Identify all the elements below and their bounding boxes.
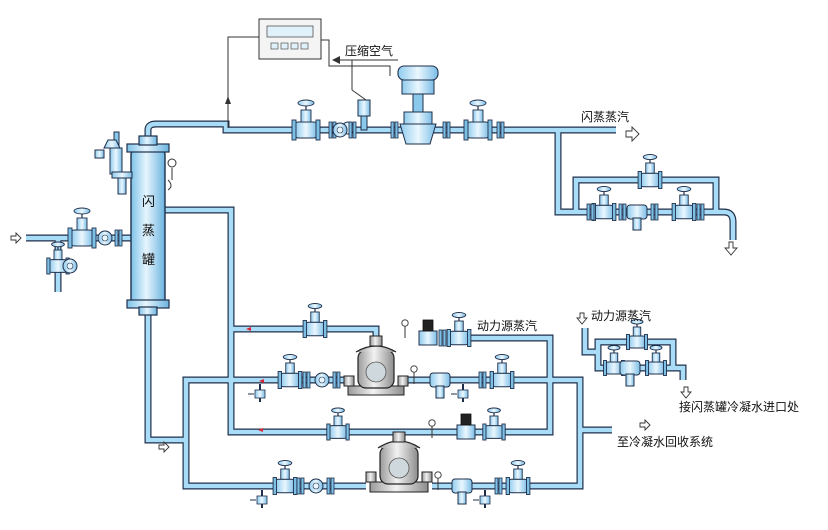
flange: [438, 329, 447, 347]
flange: [332, 371, 341, 389]
pressure-gauge-icon: [410, 365, 418, 384]
safety-valve[interactable]: [94, 131, 133, 195]
flange: [586, 203, 595, 221]
flow-arrow-inlet-icon: [10, 231, 22, 245]
flash-steam-label: 闪蒸蒸汽: [581, 109, 629, 124]
globe-valve[interactable]: [637, 154, 663, 189]
strainer[interactable]: [626, 204, 648, 231]
pipe-fill: [582, 328, 598, 355]
check-valve[interactable]: [314, 372, 330, 388]
flash-tank-label-3: 罐: [142, 252, 155, 267]
flash-tank: 闪 蒸 罐: [126, 135, 170, 316]
flange: [114, 229, 123, 247]
sight-glass[interactable]: [62, 258, 78, 274]
signal-line: [321, 39, 391, 76]
flange: [442, 121, 451, 139]
motive-steam-label-1: 动力源蒸汽: [477, 318, 537, 333]
globe-valve[interactable]: [272, 460, 298, 495]
flange: [348, 121, 357, 139]
flow-arrow-motive-steam-icon: [576, 312, 588, 325]
signal-arrow-icon: [225, 96, 231, 104]
strainer[interactable]: [429, 372, 451, 399]
globe-valve[interactable]: [482, 407, 506, 441]
drain-valve[interactable]: [248, 384, 266, 402]
pipe-fill: [183, 440, 366, 489]
globe-valve[interactable]: [463, 99, 493, 141]
globe-valve[interactable]: [277, 354, 303, 389]
to-flash-tank-label: 接闪蒸罐冷凝水进口处: [679, 399, 799, 414]
globe-valve[interactable]: [67, 207, 97, 249]
globe-valve[interactable]: [626, 319, 648, 350]
pipe-fill: [145, 315, 186, 443]
pressure-gauge-icon: [167, 158, 177, 191]
globe-valve[interactable]: [489, 354, 515, 389]
drain-valve[interactable]: [473, 490, 491, 508]
drain-valve[interactable]: [250, 490, 268, 508]
pressure-regulator[interactable]: [418, 319, 438, 346]
pipe-fill: [555, 130, 736, 240]
globe-valve[interactable]: [302, 303, 328, 338]
strainer[interactable]: [619, 360, 641, 387]
drain-valve[interactable]: [451, 384, 469, 402]
pipe-fill: [145, 121, 616, 137]
globe-valve[interactable]: [326, 407, 350, 441]
pressure-gauge-icon: [428, 419, 436, 438]
flange: [390, 121, 399, 139]
flow-arrow-down-icon: [724, 241, 738, 256]
flange: [296, 477, 305, 495]
globe-valve[interactable]: [291, 99, 321, 141]
flange: [618, 203, 627, 221]
controller-box[interactable]: [258, 18, 322, 60]
strainer[interactable]: [451, 478, 473, 505]
flange: [650, 203, 659, 221]
pipe-fill: [165, 207, 553, 435]
pressure-regulator[interactable]: [456, 413, 476, 440]
globe-valve[interactable]: [645, 345, 667, 376]
globe-valve[interactable]: [671, 186, 697, 221]
flange: [302, 371, 311, 389]
pump-trap-upper[interactable]: [343, 335, 409, 396]
compressed-air-line: [332, 56, 398, 101]
motive-steam-label-2: 动力源蒸汽: [591, 308, 651, 323]
flow-arrow-to-recovery-icon: [639, 418, 651, 432]
flange: [696, 203, 705, 221]
to-recovery-label: 至冷凝水回收系统: [617, 434, 713, 449]
flow-arrow-return-icon: [158, 440, 170, 454]
globe-valve[interactable]: [505, 460, 531, 495]
flange: [478, 371, 487, 389]
pneumatic-control-valve[interactable]: [397, 65, 439, 145]
flow-arrow-to-flash-tank-icon: [680, 386, 692, 399]
flash-tank-label-1: 闪: [142, 194, 155, 209]
check-valve[interactable]: [97, 230, 113, 246]
flow-arrow-flash-steam-icon: [625, 125, 640, 143]
check-valve[interactable]: [332, 122, 348, 138]
flange: [496, 121, 505, 139]
pipe: [144, 315, 186, 444]
flange: [494, 477, 503, 495]
flange: [326, 477, 335, 495]
compressed-air-label: 压缩空气: [345, 43, 393, 58]
small-flow-arrows: [246, 327, 264, 432]
flash-tank-label-2: 蒸: [142, 223, 155, 238]
globe-valve[interactable]: [446, 312, 472, 347]
pressure-gauge-icon: [401, 319, 409, 338]
globe-valve[interactable]: [591, 186, 617, 221]
pump-trap-lower[interactable]: [365, 431, 433, 493]
pressure-gauge-icon: [434, 471, 442, 490]
check-valve[interactable]: [308, 478, 324, 494]
signal-line: [227, 36, 259, 128]
